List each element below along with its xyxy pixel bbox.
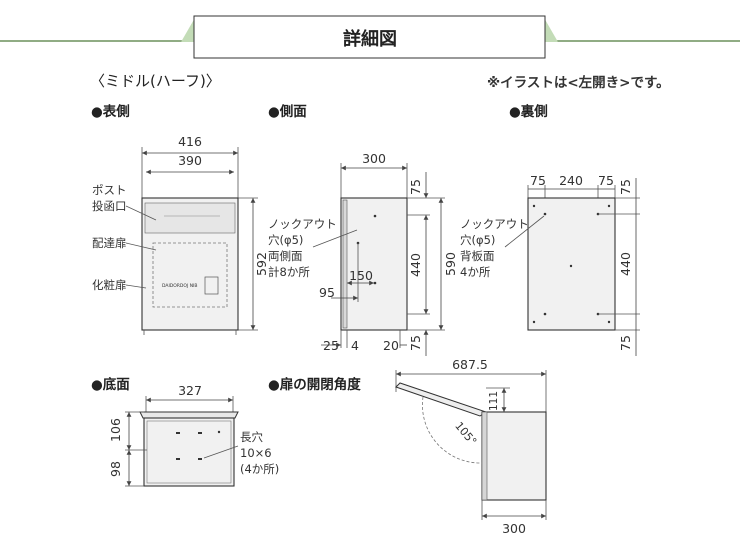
mount-hole <box>569 264 573 268</box>
back-view: ●裏側 75 240 75 75 440 75 ノックアウト 穴(φ5) 背板面… <box>460 103 640 356</box>
back-dim-center: 440 <box>618 252 633 276</box>
front-dim-outer-width: 416 <box>178 134 202 149</box>
side-dim-offset-b: 4 <box>351 338 359 353</box>
back-dim-left: 75 <box>530 173 546 188</box>
lock-icon <box>204 276 219 295</box>
side-dim-depth: 300 <box>362 151 386 166</box>
slot-hole <box>198 432 202 434</box>
mount-hole <box>532 204 536 208</box>
bottom-dim-width: 327 <box>178 383 202 398</box>
door-box-front-edge <box>481 411 488 501</box>
side-knockout-line4: 計8か所 <box>268 265 310 279</box>
side-view-label: ●側面 <box>268 103 307 120</box>
back-knockout-leader <box>504 215 545 248</box>
side-dim-hole-height: 150 <box>349 268 373 283</box>
side-knockout-line2: 穴(φ5) <box>268 233 303 247</box>
nameplate-text: DAIDORDOJ NIB <box>162 283 197 289</box>
door-dim-depth: 300 <box>502 521 526 536</box>
door-angle-view: ●扉の開閉角度 687.5 111 105° 300 <box>268 357 547 536</box>
side-knockout-line3: 両側面 <box>268 249 303 263</box>
back-knockout-line3: 背板面 <box>460 249 495 263</box>
bottom-hole <box>217 430 221 434</box>
side-front-edge <box>342 199 348 329</box>
callout-delivery-door: 配達扉 <box>92 236 127 250</box>
back-dim-top: 75 <box>618 179 633 195</box>
front-dim-inner-width: 390 <box>178 153 202 168</box>
side-knockout-line1: ノックアウト <box>268 217 337 231</box>
illustration-note: ※イラストは<左開き>です。 <box>487 74 670 91</box>
side-dim-middle: 440 <box>408 253 423 277</box>
back-body <box>527 197 616 331</box>
post-slot-panel <box>144 202 236 234</box>
knockout-hole <box>543 212 547 216</box>
door-angle-label: ●扉の開閉角度 <box>268 376 361 393</box>
back-dim-right: 75 <box>598 173 614 188</box>
door-angle-arc <box>422 396 483 464</box>
bottom-dim-front: 106 <box>108 418 123 442</box>
model-heading: 〈ミドル(ハーフ)〉 <box>90 72 221 90</box>
callout-cosmetic-door: 化粧扉 <box>92 278 127 292</box>
back-dim-middle: 240 <box>559 173 583 188</box>
front-dim-height: 592 <box>254 252 269 276</box>
door-dim-reach: 687.5 <box>452 357 488 372</box>
back-view-label: ●裏側 <box>509 103 548 120</box>
slot-hole <box>176 458 180 460</box>
door-box-side <box>481 411 547 501</box>
back-knockout-line4: 4か所 <box>460 265 491 279</box>
bottom-top-flange <box>139 411 239 419</box>
knockout-hole <box>373 281 377 285</box>
bottom-slot-note-line1: 長穴 <box>240 430 263 444</box>
bottom-slot-note-line3: (4か所) <box>240 462 279 476</box>
open-door-panel <box>395 382 488 417</box>
side-dim-hole-depth: 95 <box>319 285 335 300</box>
side-body <box>340 197 408 331</box>
callout-leader <box>125 242 157 251</box>
side-view: ●側面 300 75 440 75 590 150 95 25 4 20 <box>268 103 458 356</box>
delivery-door-outline <box>152 242 228 308</box>
side-dim-top: 75 <box>408 179 423 195</box>
bottom-slot-leader <box>203 445 239 459</box>
side-knockout-leader <box>312 229 358 248</box>
header-title-box <box>193 15 546 59</box>
back-knockout-line1: ノックアウト <box>460 217 529 231</box>
header-band-right <box>543 16 558 42</box>
header-band-left <box>181 16 196 42</box>
bottom-body <box>143 417 235 487</box>
header: 詳細図 <box>0 15 740 59</box>
back-knockout-line2: 穴(φ5) <box>460 233 495 247</box>
side-dim-offset-a: 25 <box>323 338 339 353</box>
side-dim-offset-c: 20 <box>383 338 399 353</box>
callout-post-slot-line1: ポスト <box>92 183 127 197</box>
mount-hole <box>532 320 536 324</box>
callout-leader <box>125 284 147 289</box>
bottom-inner-frame <box>146 420 232 484</box>
page-title: 詳細図 <box>343 28 397 50</box>
mount-hole <box>607 320 611 324</box>
bottom-slot-note-line2: 10×6 <box>240 446 272 460</box>
bottom-view-label: ●底面 <box>91 376 130 393</box>
slot-hole <box>198 458 202 460</box>
knockout-hole <box>543 312 547 316</box>
callout-leader <box>125 205 157 221</box>
knockout-hole <box>373 214 377 218</box>
callout-post-slot-line2: 投函口 <box>92 199 127 213</box>
side-dim-bottom: 75 <box>408 335 423 351</box>
bottom-dim-rear: 98 <box>108 461 123 477</box>
mount-hole <box>607 204 611 208</box>
bottom-view: ●底面 327 106 98 長穴 10×6 (4か所) <box>91 376 279 487</box>
door-dim-rise: 111 <box>488 391 500 411</box>
back-dim-bottom: 75 <box>618 335 633 351</box>
door-dim-angle: 105° <box>452 419 479 448</box>
slot-hole <box>176 432 180 434</box>
front-view-label: ●表側 <box>91 103 130 120</box>
front-view: ●表側 416 390 592 DAIDORDOJ NIB ポスト 投函口 配達… <box>91 103 269 335</box>
side-dim-total: 590 <box>443 252 458 276</box>
